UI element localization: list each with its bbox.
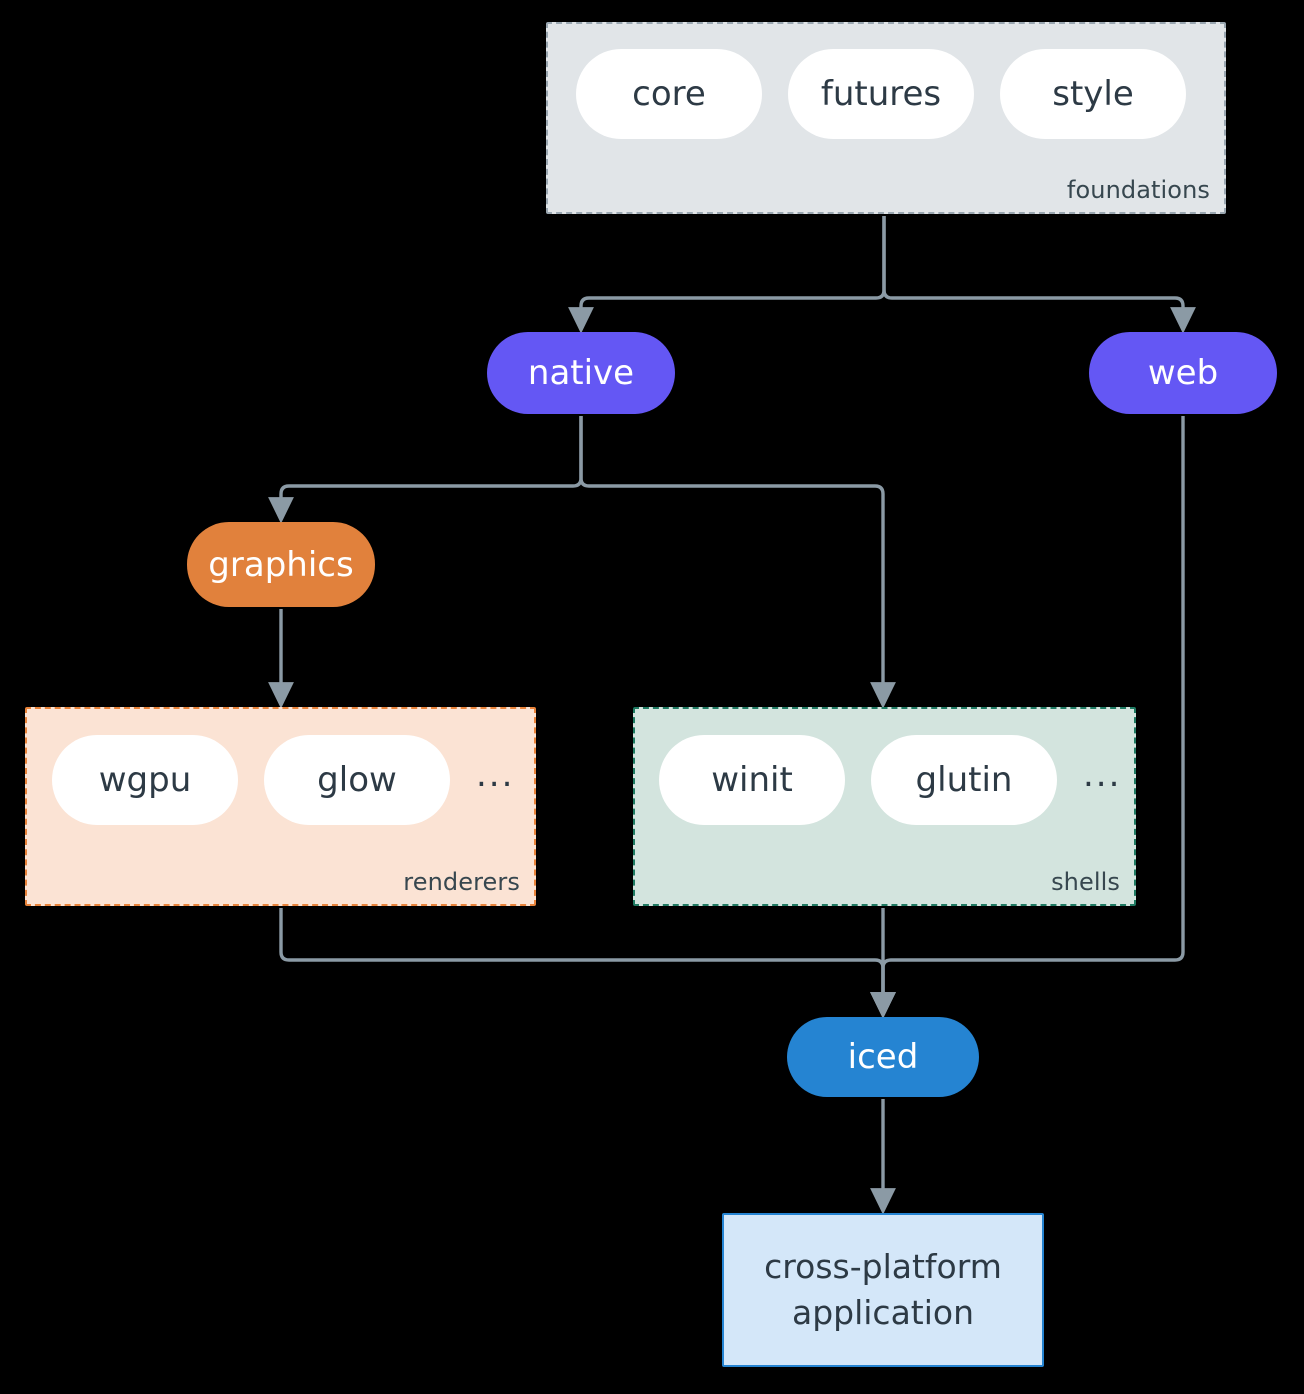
node-wgpu-label: wgpu [98, 760, 192, 800]
node-style[interactable]: style [1000, 49, 1186, 139]
node-cross-platform-application[interactable]: cross-platform application [722, 1213, 1044, 1367]
node-winit[interactable]: winit [659, 735, 845, 825]
edge-foundations-web [882, 216, 1196, 334]
group-shells-label: shells [1051, 868, 1120, 896]
application-label-line1: cross-platform [764, 1247, 1002, 1287]
edge-native-graphics [268, 416, 583, 524]
shells-more-ellipsis: ... [1083, 755, 1122, 795]
shells-items: winit glutin ... [659, 735, 1121, 825]
node-futures-label: futures [820, 74, 942, 114]
node-web[interactable]: web [1089, 332, 1277, 414]
group-foundations: core futures style foundations [546, 22, 1226, 214]
node-web-label: web [1147, 353, 1219, 393]
edge-foundations-native [568, 216, 886, 334]
node-winit-label: winit [711, 760, 793, 800]
node-style-label: style [1052, 74, 1134, 114]
renderers-more-ellipsis: ... [476, 755, 515, 795]
foundations-items: core futures style [576, 49, 1212, 139]
group-renderers-label: renderers [403, 868, 520, 896]
node-glow-label: glow [317, 760, 397, 800]
node-graphics[interactable]: graphics [187, 522, 375, 607]
edge-native-shells [579, 416, 896, 709]
node-iced[interactable]: iced [787, 1017, 979, 1097]
group-renderers: wgpu glow ... renderers [25, 707, 536, 906]
node-core[interactable]: core [576, 49, 762, 139]
group-foundations-label: foundations [1066, 176, 1210, 204]
edge-renderers-iced [279, 908, 896, 1019]
node-glutin-label: glutin [915, 760, 1013, 800]
renderers-items: wgpu glow ... [52, 735, 514, 825]
node-glutin[interactable]: glutin [871, 735, 1057, 825]
group-shells: winit glutin ... shells [633, 707, 1136, 906]
node-futures[interactable]: futures [788, 49, 974, 139]
application-label-line2: application [791, 1293, 975, 1332]
node-graphics-label: graphics [208, 544, 354, 585]
node-core-label: core [632, 74, 706, 114]
node-native-label: native [527, 353, 635, 393]
node-native[interactable]: native [487, 332, 675, 414]
node-wgpu[interactable]: wgpu [52, 735, 238, 825]
node-iced-label: iced [847, 1037, 919, 1077]
node-glow[interactable]: glow [264, 735, 450, 825]
